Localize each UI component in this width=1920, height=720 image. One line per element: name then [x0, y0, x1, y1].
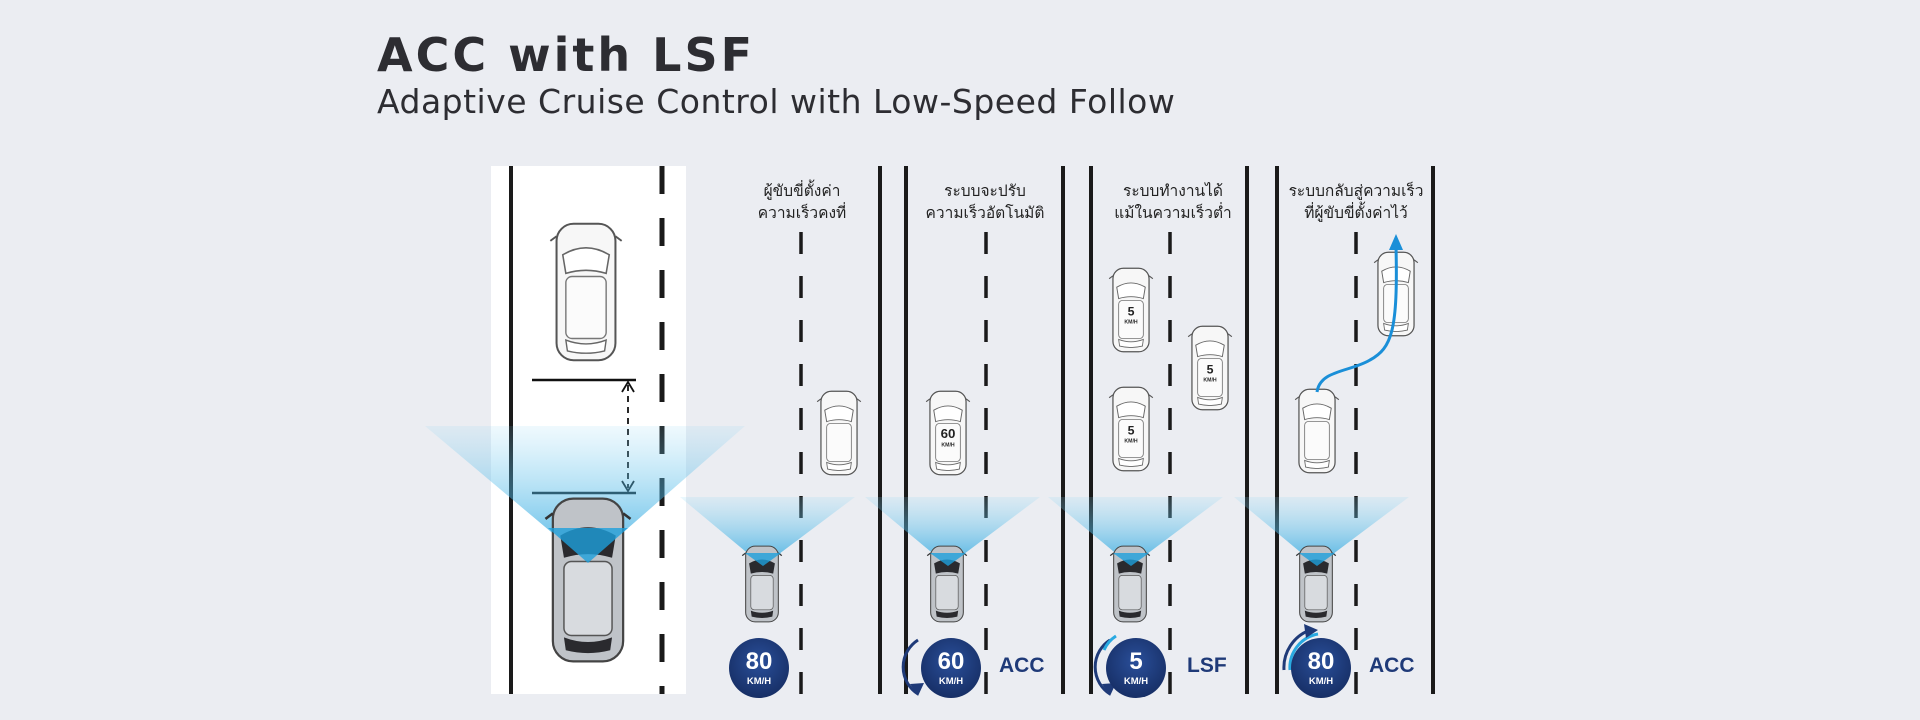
caption-line: ผู้ขับขี่ตั้งค่า: [763, 182, 841, 200]
traffic-car-speed: 5: [1128, 424, 1135, 438]
speed-unit: KM/H: [939, 676, 963, 687]
traffic-car-speed: 5: [1207, 363, 1214, 377]
traffic-car-unit: KM/H: [1124, 319, 1138, 325]
traffic-car-unit: KM/H: [1124, 438, 1138, 444]
caption-line: ที่ผู้ขับขี่ตั้งค่าไว้: [1304, 204, 1408, 222]
traffic-car: 5 KM/H: [1187, 325, 1233, 411]
lead-car-unit: KM/H: [941, 442, 955, 448]
speed-value: 80: [746, 648, 773, 675]
caption-line: ระบบกลับสู่ความเร็ว: [1288, 182, 1424, 200]
panel-caption: ระบบทำงานได้ แม้ในความเร็วต่ำ: [1093, 180, 1253, 224]
mode-label-acc: ACC: [1369, 654, 1415, 677]
traffic-car-unit: KM/H: [1203, 377, 1217, 383]
speed-value: 60: [938, 648, 965, 675]
panel-auto-adjust: 60 KM/H 60 KM/H: [865, 166, 1065, 698]
panel-low-speed: 5 KM/H 5 KM/H 5 KM/H 5 KM/H: [1048, 166, 1249, 698]
caption-line: ความเร็วคงที่: [757, 204, 847, 222]
speed-unit: KM/H: [1309, 676, 1333, 687]
speed-value: 80: [1308, 648, 1335, 675]
traffic-car-speed: 5: [1128, 305, 1135, 319]
traffic-car: 5 KM/H: [1108, 267, 1154, 353]
caption-line: แม้ในความเร็วต่ำ: [1114, 204, 1232, 222]
speed-unit: KM/H: [747, 676, 771, 687]
speed-badge: 80 KM/H: [1291, 638, 1351, 698]
lead-car-speed: 60: [941, 426, 956, 441]
caption-line: ระบบทำงานได้: [1123, 182, 1223, 200]
panel-caption: ผู้ขับขี่ตั้งค่า ความเร็วคงที่: [722, 180, 882, 224]
mode-label-acc: ACC: [999, 654, 1045, 677]
panel-set-speed: 80 KM/H: [680, 166, 882, 698]
panel-resume-speed: 80 KM/H: [1234, 166, 1435, 698]
caption-line: ระบบจะปรับ: [944, 182, 1026, 200]
speed-badge: 5 KM/H: [1106, 638, 1166, 698]
panel-caption: ระบบจะปรับ ความเร็วอัตโนมัติ: [905, 180, 1065, 224]
speed-badge: 80 KM/H: [729, 638, 789, 698]
panel-road-intro: [425, 166, 745, 694]
traffic-car: 5 KM/H: [1108, 386, 1154, 472]
caption-line: ความเร็วอัตโนมัติ: [925, 204, 1045, 222]
page-subtitle: Adaptive Cruise Control with Low-Speed F…: [377, 82, 1176, 121]
speed-unit: KM/H: [1124, 676, 1148, 687]
panel-caption: ระบบกลับสู่ความเร็ว ที่ผู้ขับขี่ตั้งค่าไ…: [1276, 180, 1436, 224]
speed-value: 5: [1129, 648, 1142, 675]
speed-badge: 60 KM/H: [921, 638, 981, 698]
lead-car: 60 KM/H: [925, 390, 971, 476]
mode-label-lsf: LSF: [1187, 654, 1227, 677]
page-title: ACC with LSF: [377, 28, 756, 82]
